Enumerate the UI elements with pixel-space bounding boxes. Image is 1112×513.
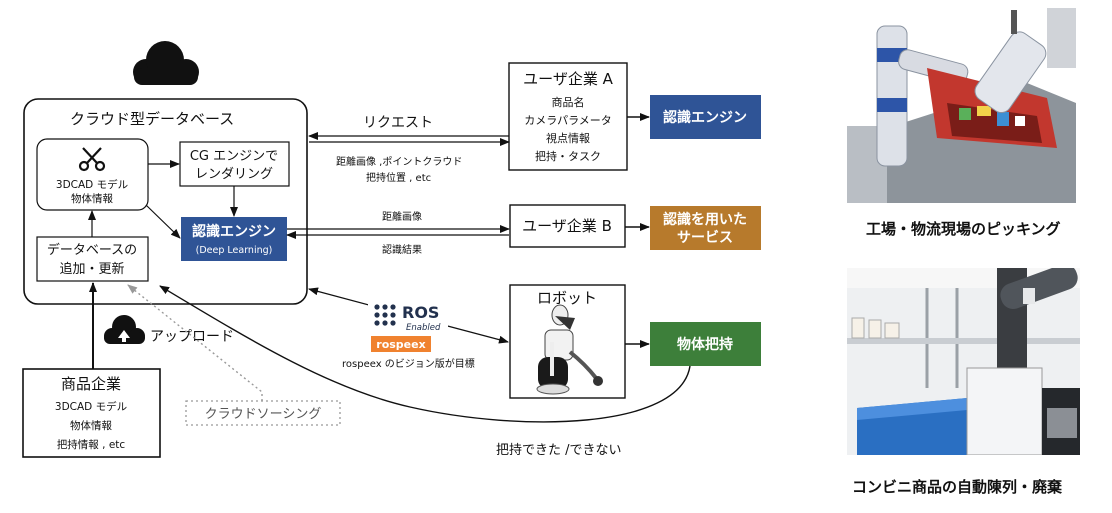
user-company-a-box: [508, 62, 628, 171]
depth-label: 距離画像: [382, 210, 422, 223]
cloud-database-title: クラウド型データベース: [70, 110, 234, 128]
output-engine-box: [650, 95, 761, 139]
cg-engine-line2: レンダリング: [195, 167, 273, 182]
product-company-item: 物体情報: [70, 419, 112, 432]
rospeex-badge: [371, 336, 431, 352]
database-update-line2: 追加・更新: [59, 261, 124, 277]
depth-pointcloud-label: 距離画像 ,ポイントクラウド: [336, 155, 462, 168]
convenience-store-photo: [847, 268, 1080, 455]
arrow-robot-link-2: [439, 323, 509, 344]
product-company-item: 把持情報 , etc: [57, 438, 126, 451]
grasp-position-label: 把持位置 , etc: [366, 171, 431, 184]
robot-title: ロボット: [537, 289, 597, 307]
user-company-b-title: ユーザ企業 B: [522, 217, 612, 235]
cg-engine-box: [179, 141, 290, 187]
ros-enabled-text: Enabled: [406, 323, 441, 333]
user-company-a-item: カメラパラメータ: [524, 114, 612, 127]
feedback-label: 把持できた /できない: [496, 443, 622, 458]
rospeex-caption: rospeex のビジョン版が目標: [342, 357, 475, 370]
rospeex-badge-text: rospeex: [376, 338, 425, 351]
cad-model-line2: 物体情報: [71, 192, 113, 205]
output-grasp-label: 物体把持: [677, 336, 733, 353]
user-company-a-item: 把持・タスク: [535, 149, 601, 163]
upload-label: アップロード: [150, 329, 234, 345]
factory-picking-caption: 工場・物流現場のピッキング: [866, 220, 1061, 238]
arrow-feedback: [159, 285, 691, 423]
arrow-cad-to-engine: [145, 204, 181, 239]
output-service-line2: サービス: [677, 230, 733, 246]
user-company-b-box: [509, 204, 626, 248]
factory-picking-photo: [847, 8, 1076, 203]
product-company-item: 3DCAD モデル: [55, 400, 127, 413]
database-update-line1: データベースの: [47, 242, 137, 258]
user-company-a-title: ユーザ企業 A: [523, 70, 613, 88]
recognition-engine-sub: (Deep Learning): [196, 245, 273, 256]
user-company-a-item: 商品名: [552, 95, 585, 109]
output-service-box: [650, 206, 761, 250]
ros-logo: ROS Enabled: [368, 298, 448, 334]
recognition-engine-box: [181, 217, 287, 261]
output-grasp-box: [650, 322, 761, 366]
scissors-icon: [78, 147, 106, 172]
output-engine-label: 認識エンジン: [663, 109, 747, 126]
crowdsourcing-box: [185, 400, 341, 426]
cloud-icon: [133, 41, 199, 85]
request-label: リクエスト: [363, 115, 433, 131]
convenience-store-caption: コンビニ商品の自動陳列・廃棄: [852, 478, 1063, 496]
recognition-engine-title: 認識エンジン: [192, 223, 276, 240]
ros-logo-text: ROS: [402, 303, 439, 322]
output-service-line1: 認識を用いた: [663, 211, 747, 228]
cad-model-line1: 3DCAD モデル: [56, 178, 128, 191]
cloud-upload-icon: [104, 315, 145, 344]
user-company-a-item: 視点情報: [546, 131, 590, 145]
robot-illustration: [536, 304, 603, 395]
product-company-box: [22, 368, 161, 458]
product-company-title: 商品企業: [61, 375, 121, 393]
cg-engine-line1: CG エンジンで: [190, 149, 278, 164]
crowdsourcing-label: クラウドソーシング: [205, 407, 322, 422]
result-label: 認識結果: [382, 243, 422, 256]
